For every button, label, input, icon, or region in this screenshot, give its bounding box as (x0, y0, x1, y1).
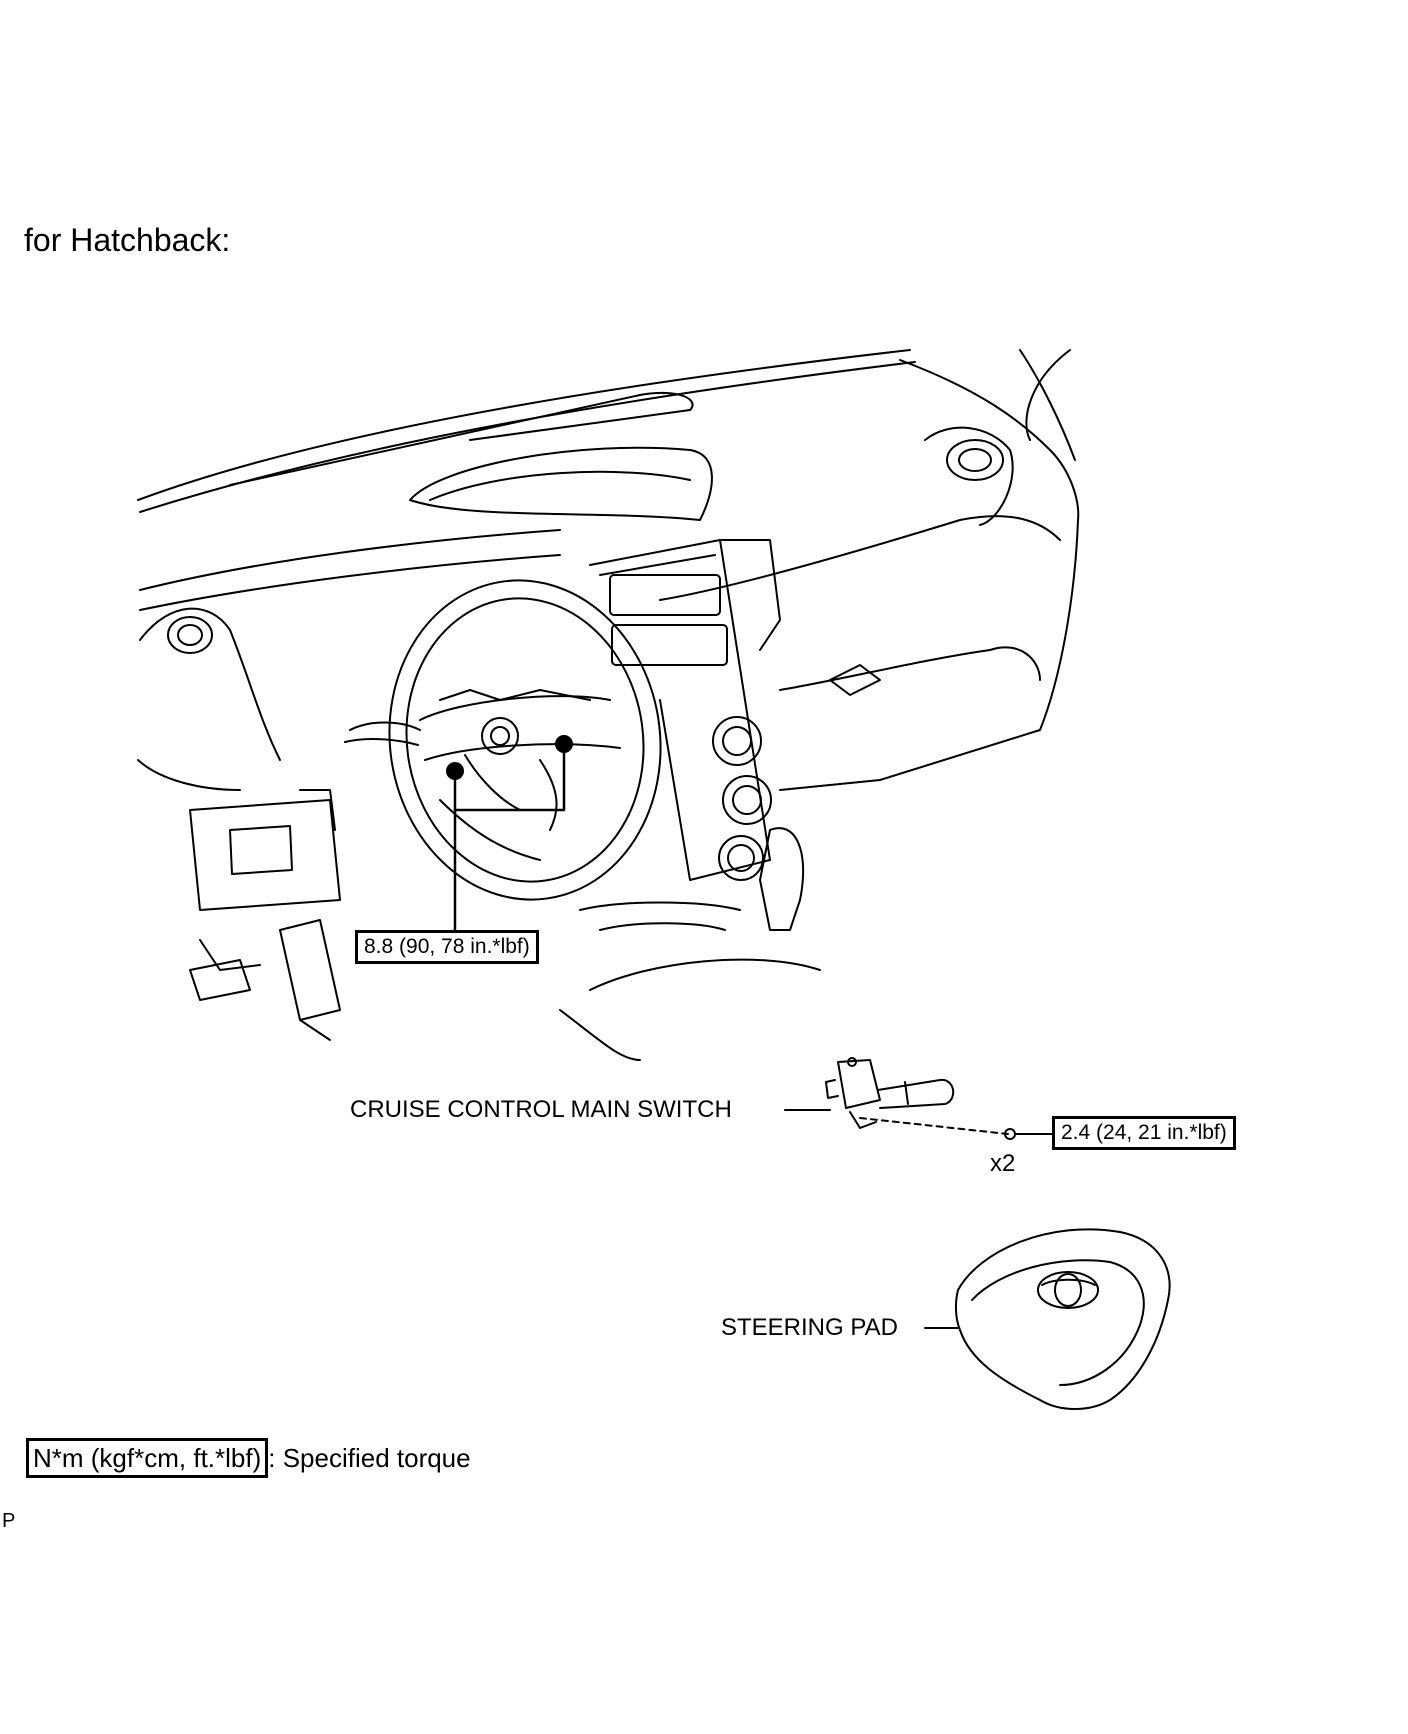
screw-drawing (1005, 1129, 1052, 1139)
page-heading: for Hatchback: (24, 222, 231, 258)
cruise-control-main-switch-label: CRUISE CONTROL MAIN SWITCH (350, 1096, 732, 1123)
legend-description: : Specified torque (268, 1442, 471, 1473)
footer-mark: P (2, 1510, 16, 1532)
legend-torque-unit-box: N*m (kgf*cm, ft.*lbf) (26, 1438, 269, 1478)
steering-pad-drawing (925, 1229, 1170, 1409)
bolt-leader-lines (455, 744, 564, 930)
steering-pad-label: STEERING PAD (721, 1314, 898, 1341)
screw-torque-callout: 2.4 (24, 21 in.*lbf) (1052, 1116, 1236, 1150)
steering-wheel-bolt-torque-callout: 8.8 (90, 78 in.*lbf) (355, 930, 539, 964)
screw-quantity-label: x2 (990, 1150, 1016, 1177)
torque-legend: N*m (kgf*cm, ft.*lbf) : Specified torque (26, 1438, 471, 1478)
cruise-control-switch-drawing (785, 1058, 1008, 1134)
dashboard-outline (138, 350, 1078, 1060)
